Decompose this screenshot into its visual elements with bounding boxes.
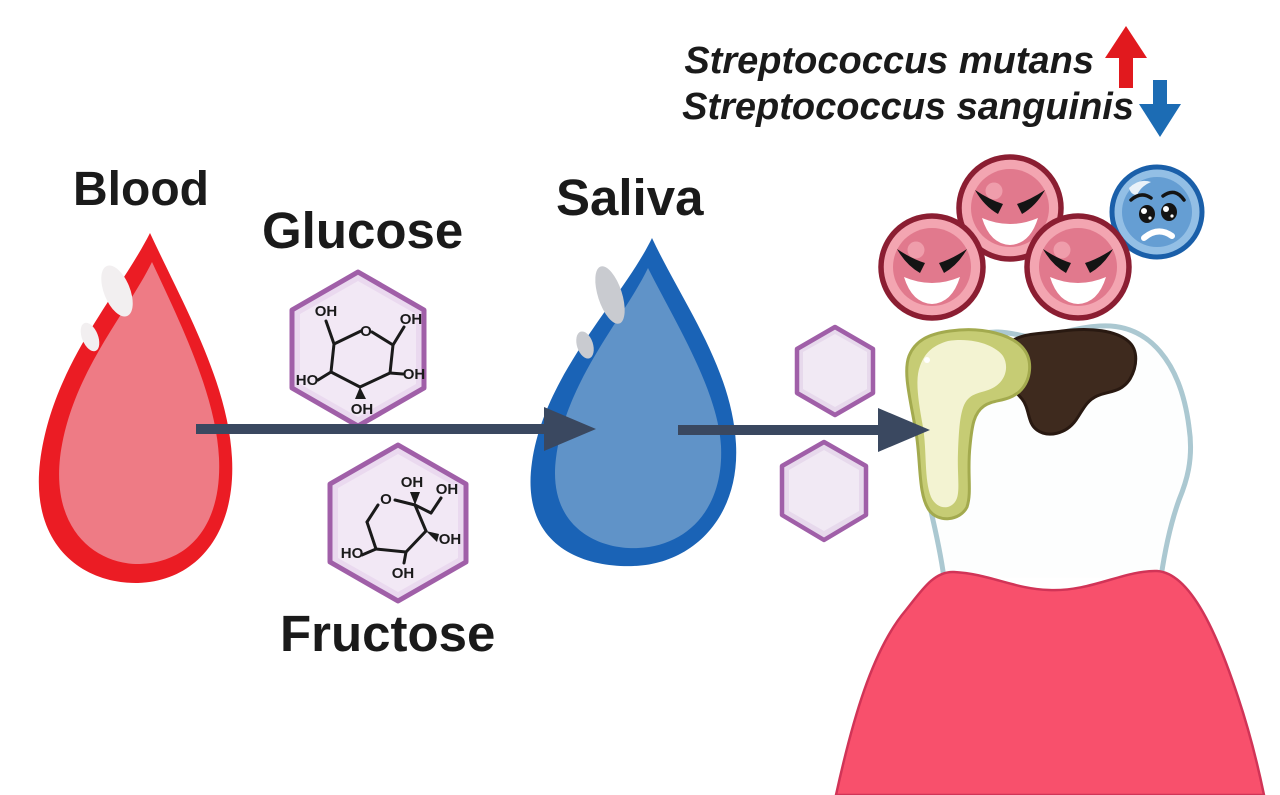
glucose-hexagon-icon: O OH OH OH OH HO xyxy=(289,269,427,429)
sanguinis-bacterium-icon xyxy=(1109,164,1205,260)
blood-label: Blood xyxy=(73,163,209,216)
highlight xyxy=(576,331,594,359)
highlight xyxy=(80,322,100,352)
mutans-bacterium-icon xyxy=(878,213,986,321)
fructose-hexagon-icon: O OH OH OH OH HO xyxy=(327,442,469,604)
streptococcus-mutans-label: Streptococcus mutans xyxy=(684,40,1094,82)
svg-text:OH: OH xyxy=(436,481,459,498)
highlight xyxy=(595,266,625,324)
glucose-molecule: O OH OH OH OH HO xyxy=(296,303,426,418)
streptococcus-sanguinis-label: Streptococcus sanguinis xyxy=(682,86,1134,128)
sugar-hexagon-small-top-icon xyxy=(794,324,876,418)
mutans-bacterium-icon xyxy=(956,154,1064,262)
svg-text:OH: OH xyxy=(392,565,415,582)
sugar-hexagon-small-bottom-icon xyxy=(779,439,869,543)
decrease-arrow-icon xyxy=(1139,80,1181,137)
svg-text:OH: OH xyxy=(439,531,462,548)
svg-text:O: O xyxy=(380,491,392,508)
glucose-label: Glucose xyxy=(262,202,464,259)
saliva-to-tooth-arrow xyxy=(678,408,930,452)
svg-text:OH: OH xyxy=(315,303,338,320)
svg-text:HO: HO xyxy=(341,545,364,562)
svg-text:OH: OH xyxy=(351,401,374,418)
highlight xyxy=(101,265,133,317)
svg-text:OH: OH xyxy=(400,311,423,328)
fructose-molecule: O OH OH OH OH HO xyxy=(341,474,462,582)
fructose-label: Fructose xyxy=(280,605,496,662)
blood-to-saliva-arrow xyxy=(196,407,596,451)
svg-text:HO: HO xyxy=(296,372,319,389)
saliva-drop-icon xyxy=(530,238,737,567)
increase-arrow-icon xyxy=(1105,26,1147,88)
mutans-bacterium-icon xyxy=(1024,213,1132,321)
plaque-icon xyxy=(905,328,1031,521)
svg-text:OH: OH xyxy=(403,366,426,383)
svg-text:OH: OH xyxy=(401,474,424,491)
saliva-label: Saliva xyxy=(556,169,704,226)
blood-drop-icon xyxy=(38,233,233,584)
svg-text:O: O xyxy=(360,323,372,340)
gum-icon xyxy=(834,569,1266,795)
